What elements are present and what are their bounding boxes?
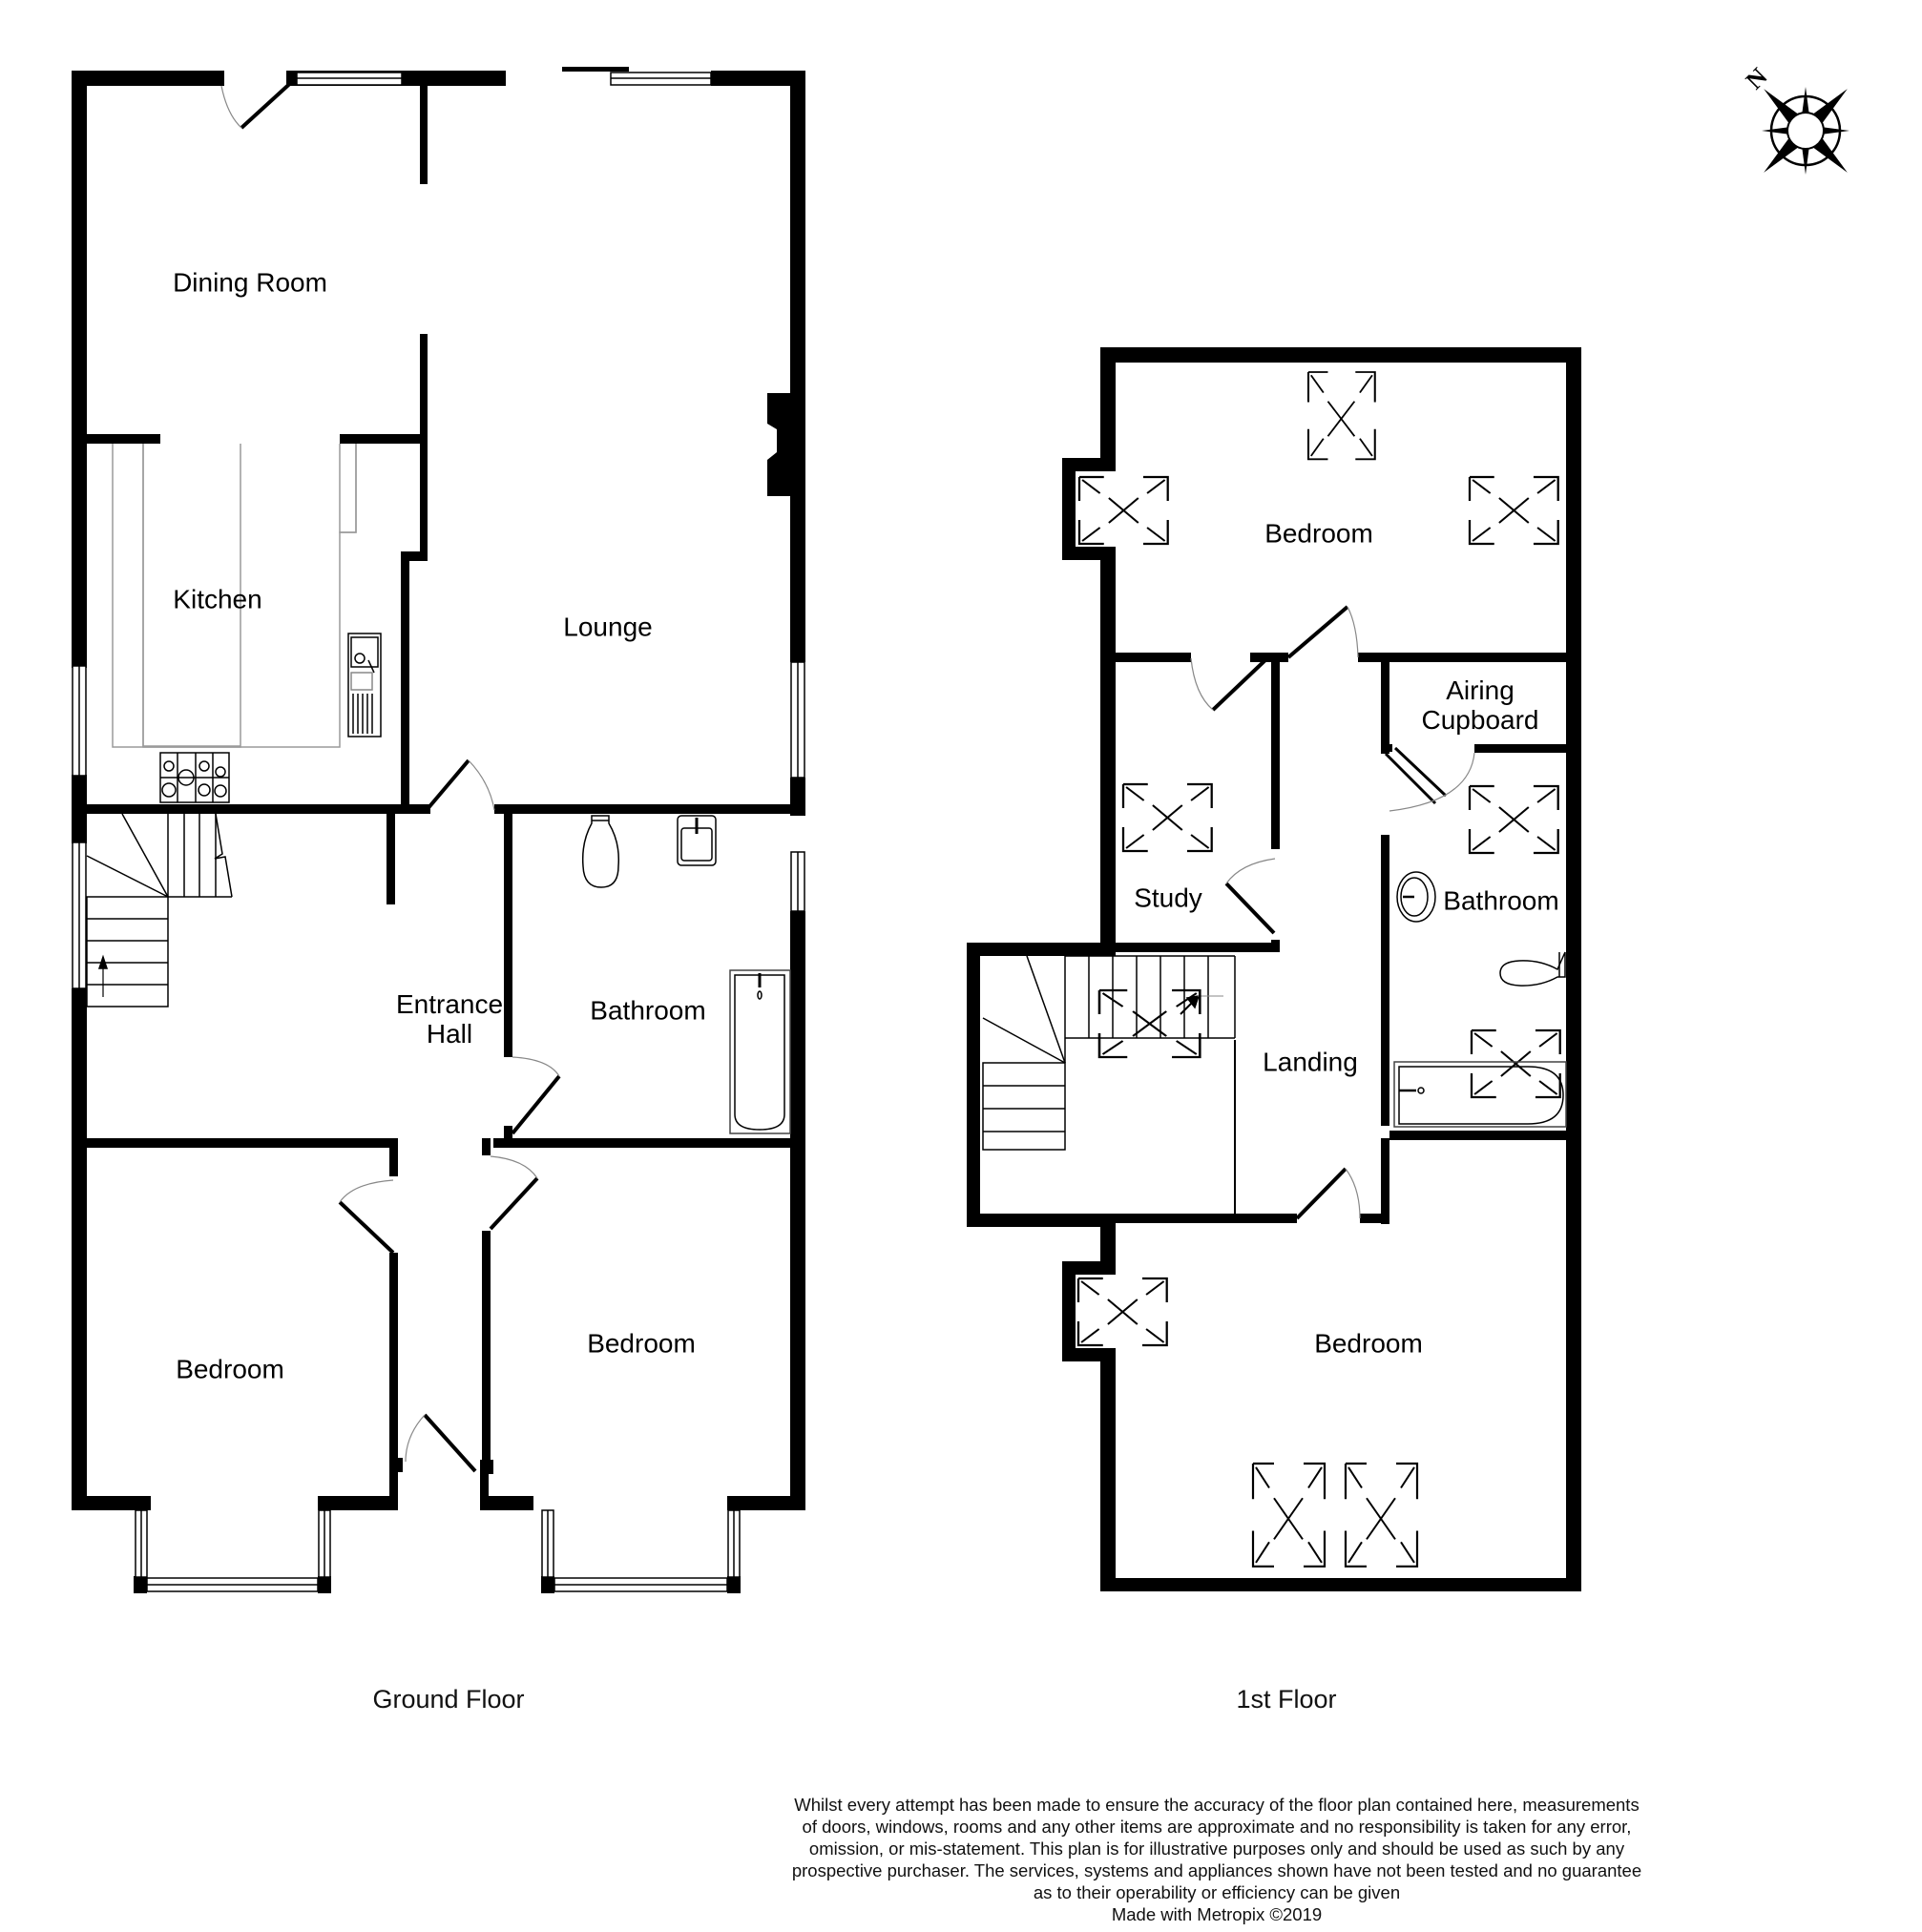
room-label-dining-room: Dining Room	[173, 267, 327, 298]
metropix-credit: Made with Metropix ©2019	[1111, 1904, 1323, 1924]
staircase-icon	[86, 813, 233, 1008]
room-label-entrance-hall: Entrance Hall	[396, 989, 503, 1049]
room-label-study: Study	[1134, 883, 1202, 913]
compass-rose-icon: N	[1741, 62, 1849, 175]
skylight-icons	[1076, 370, 1561, 1568]
room-label-kitchen: Kitchen	[173, 584, 262, 614]
cooker-hob-icon	[159, 752, 230, 803]
room-label-bathroom-first: Bathroom	[1443, 885, 1559, 916]
ground-floor-walls	[72, 71, 805, 1593]
disclaimer-text: Whilst every attempt has been made to en…	[735, 1794, 1699, 1925]
room-label-bedroom-ground-right: Bedroom	[587, 1328, 696, 1359]
ground-floor-windows	[72, 72, 805, 1592]
floor-label-ground: Ground Floor	[372, 1685, 525, 1714]
entrance-hall-line-1: Entrance	[395, 989, 504, 1019]
entrance-hall-line-2: Hall	[426, 1019, 473, 1049]
floor-label-first: 1st Floor	[1236, 1685, 1337, 1714]
compass-north-label: N	[1741, 62, 1773, 94]
room-label-landing: Landing	[1263, 1047, 1358, 1077]
room-label-bedroom-first-bottom: Bedroom	[1314, 1328, 1423, 1359]
ground-floor-doors	[220, 76, 561, 1473]
first-floor-toilet-icon	[1499, 951, 1566, 987]
disclaimer-line: Whilst every attempt has been made to en…	[794, 1795, 1640, 1815]
airing-cupboard-line-2: Cupboard	[1421, 705, 1539, 735]
room-label-lounge: Lounge	[563, 612, 653, 642]
first-floor-plan	[967, 347, 1581, 1591]
disclaimer-line: of doors, windows, rooms and any other i…	[802, 1817, 1632, 1837]
washbasin-icon	[677, 815, 717, 866]
kitchen-sink-icon	[347, 633, 382, 737]
bathtub-icon	[729, 969, 791, 1134]
airing-cupboard-line-1: Airing	[1446, 675, 1515, 705]
room-label-bedroom-ground-left: Bedroom	[176, 1354, 284, 1384]
first-floor-washbasin-icon	[1396, 871, 1436, 923]
first-floor-staircase-icon	[982, 955, 1236, 1151]
ground-floor-plan	[72, 67, 805, 1593]
first-floor-doors	[1190, 605, 1475, 1220]
room-label-bathroom-ground: Bathroom	[590, 995, 706, 1026]
disclaimer-line: as to their operability or efficiency ca…	[1033, 1882, 1401, 1902]
first-floor-walls	[967, 347, 1581, 1591]
disclaimer-line: prospective purchaser. The services, sys…	[791, 1860, 1642, 1880]
first-floor-bathtub-icon	[1393, 1061, 1567, 1128]
toilet-icon	[581, 815, 620, 888]
room-label-airing-cupboard: Airing Cupboard	[1422, 675, 1539, 735]
disclaimer-line: omission, or mis-statement. This plan is…	[808, 1839, 1625, 1859]
room-label-bedroom-first-top: Bedroom	[1264, 518, 1373, 549]
